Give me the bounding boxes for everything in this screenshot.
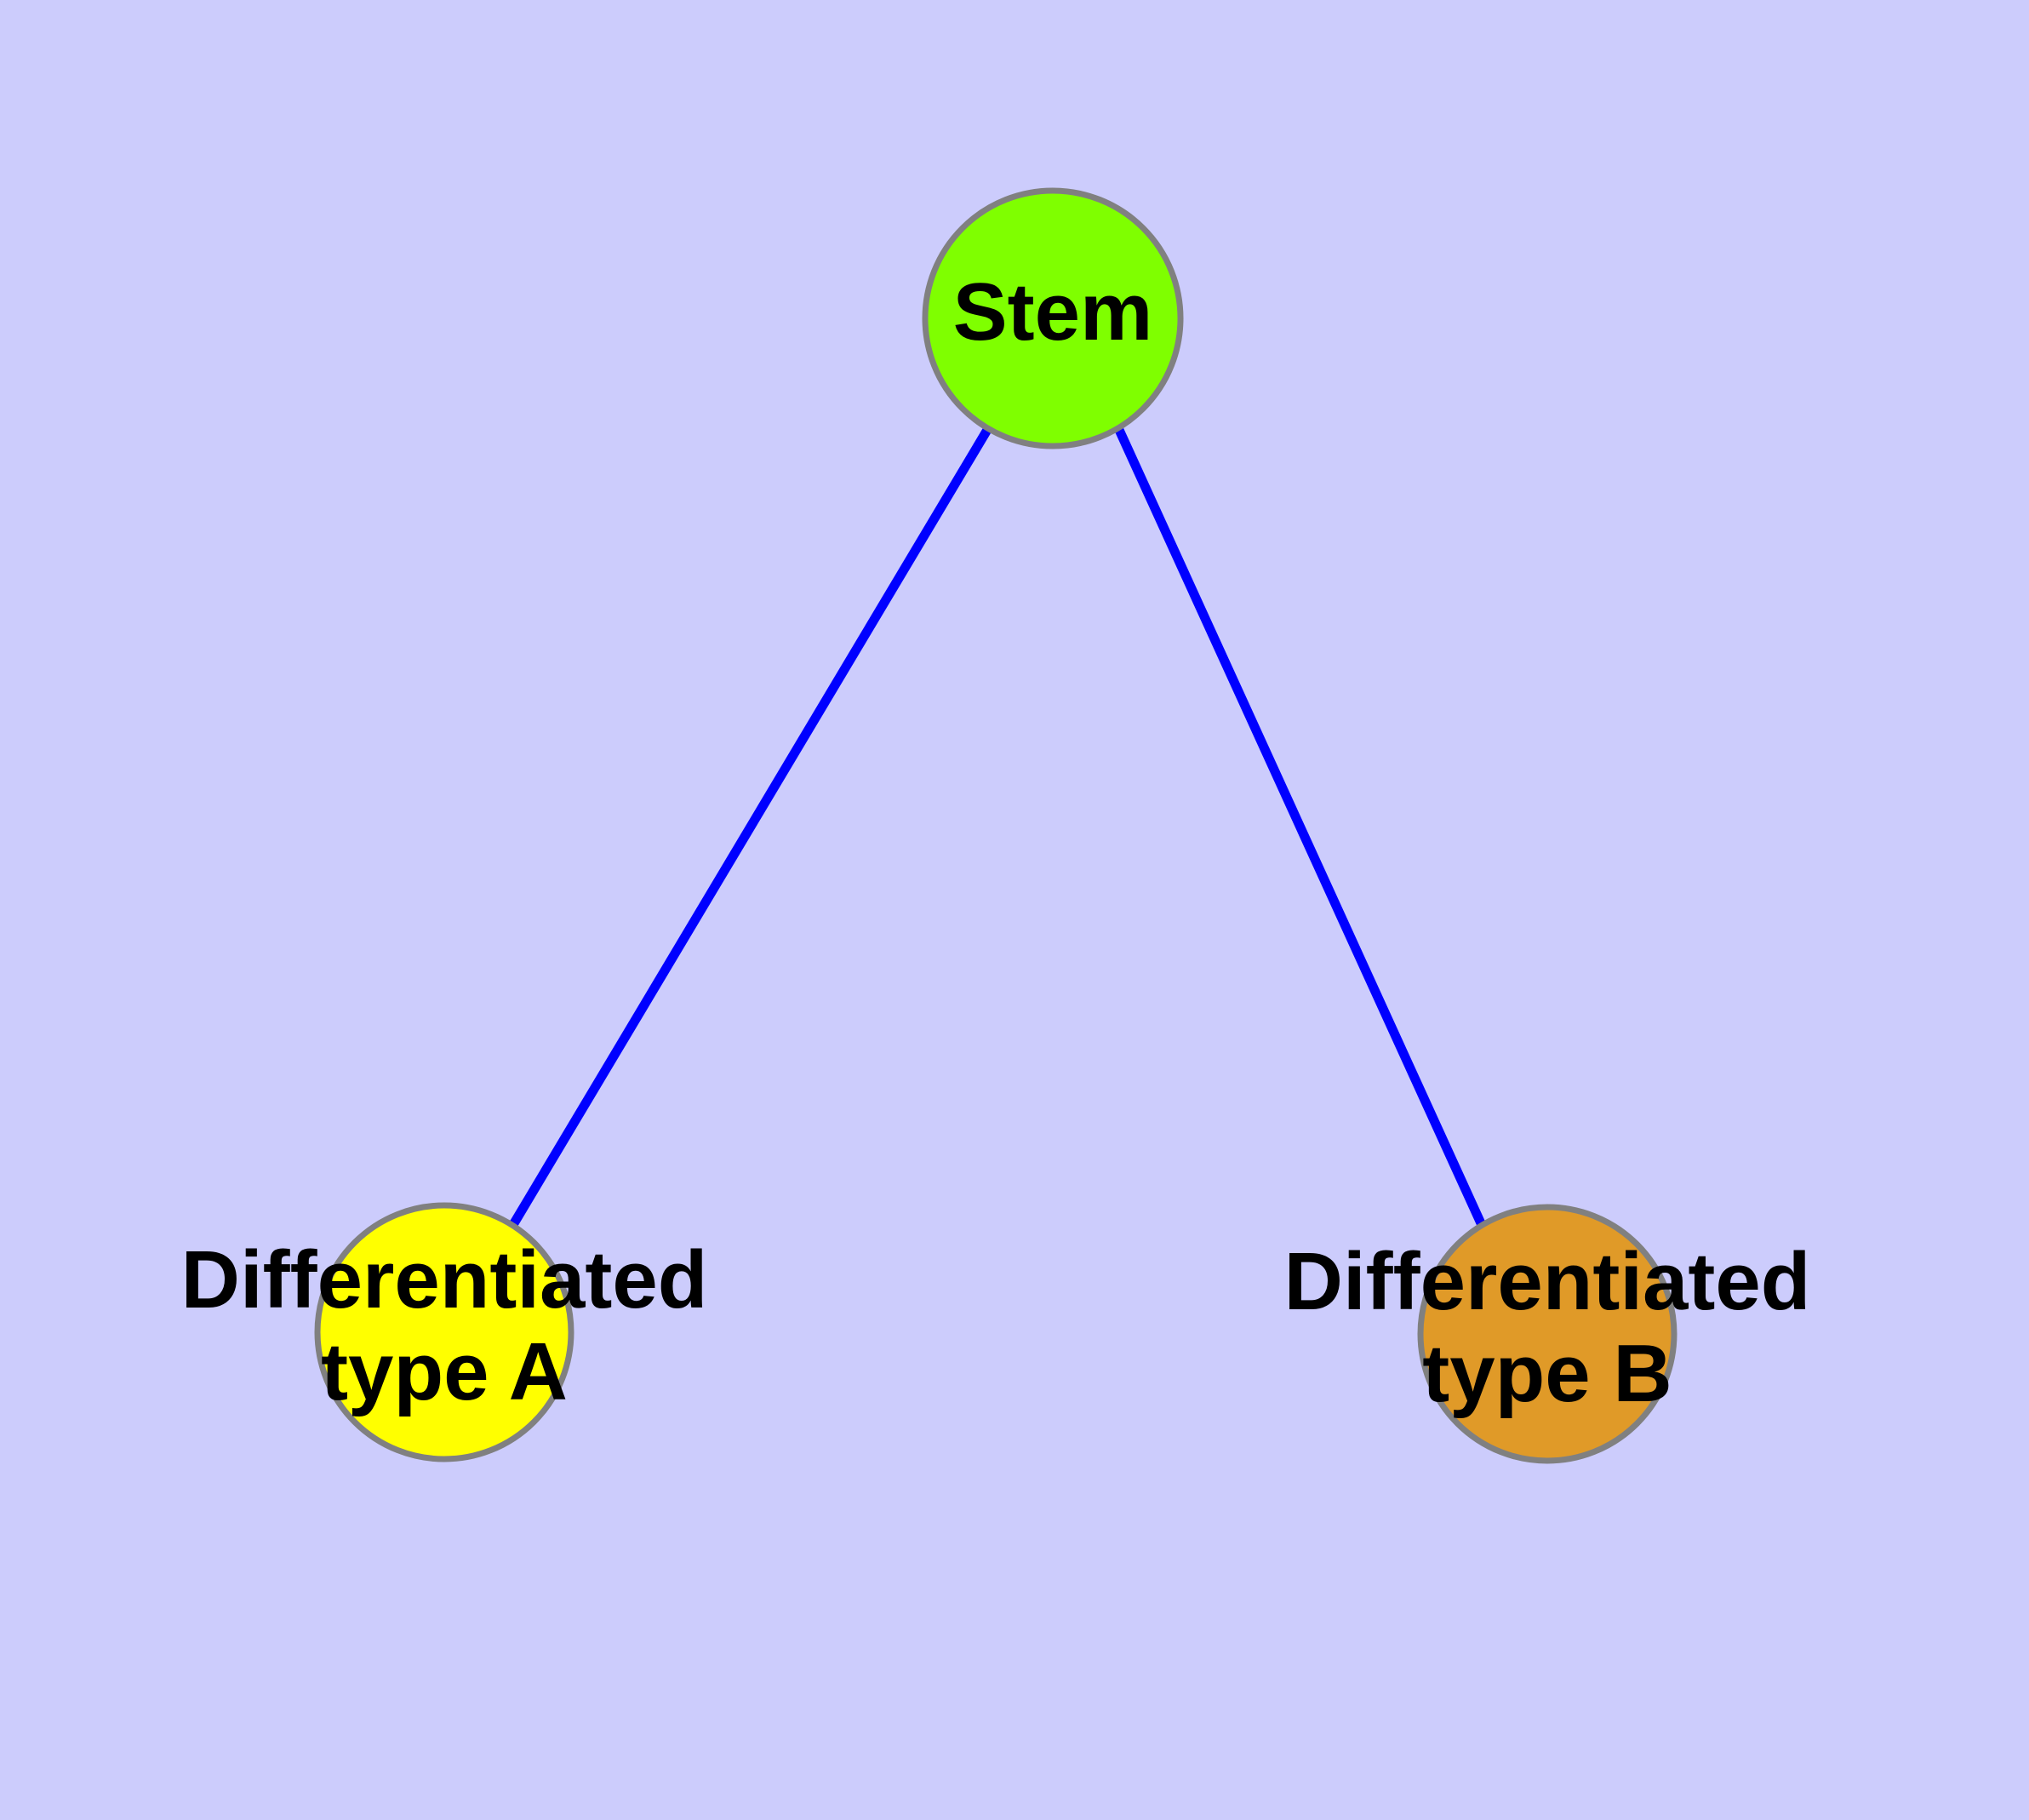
node-differentiated-type-b-circle[interactable] [1417,1204,1677,1464]
node-differentiated-type-a-circle[interactable] [314,1202,574,1462]
nodes-layer [314,187,1677,1464]
node-label-line: Differentiated [1284,1237,1811,1328]
edges-layer [510,427,1486,1226]
node-differentiated-type-a[interactable] [314,1202,574,1462]
node-label-line: Differentiated [181,1235,708,1326]
node-differentiated-type-b[interactable] [1417,1204,1677,1464]
edge-stem-to-differentiated-type-b [1114,427,1486,1226]
node-label-line: type A [321,1326,568,1417]
node-stem-label: Stem [953,266,1153,358]
node-stem-circle[interactable] [922,187,1184,449]
node-label-line: Stem [953,266,1153,358]
edge-stem-to-differentiated-type-a [510,427,992,1226]
node-stem[interactable] [922,187,1184,449]
node-label-line: type B [1422,1328,1672,1419]
